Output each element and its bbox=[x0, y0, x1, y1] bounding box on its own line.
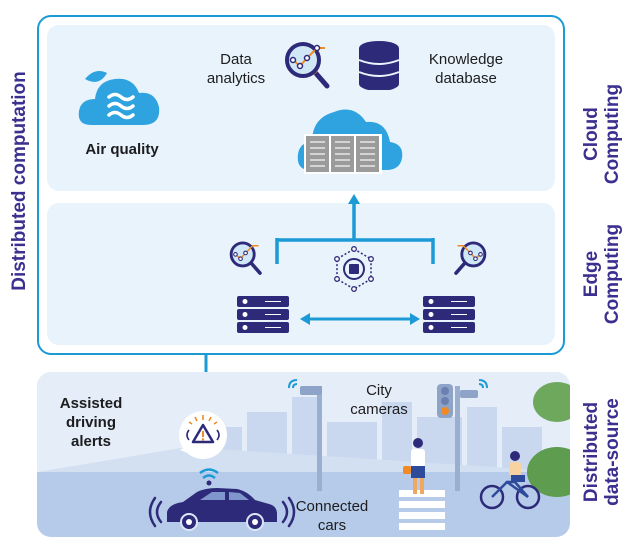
car-wifi-icon bbox=[199, 468, 219, 486]
data-analytics-line2: analytics bbox=[206, 70, 266, 87]
camera-right-wifi-icon bbox=[478, 379, 488, 389]
data-analytics-magnifier-icon bbox=[283, 40, 335, 90]
edge-computing-panel bbox=[47, 203, 555, 345]
cloud-server-icon bbox=[296, 98, 404, 174]
car-signal-waves bbox=[148, 496, 296, 528]
air-quality-icon bbox=[75, 65, 165, 131]
connected-cars-line2: cars bbox=[317, 517, 347, 534]
cloud-computing-label: Cloud Computing bbox=[581, 79, 625, 189]
cloud-computing-line1: Cloud bbox=[581, 107, 602, 161]
distributed-data-source-panel bbox=[37, 372, 570, 537]
assisted-driving-alerts-label: Assisted driving alerts bbox=[48, 394, 134, 451]
database-icon bbox=[357, 40, 401, 90]
pedestrian bbox=[403, 438, 425, 494]
air-quality-label: Air quality bbox=[85, 141, 159, 158]
distributed-data-source-label: Distributed data-source bbox=[581, 387, 625, 517]
assisted-driving-alert-icon bbox=[176, 408, 230, 462]
city-cameras-line2: cameras bbox=[350, 401, 408, 418]
connected-cars-line1: Connected bbox=[295, 498, 369, 515]
connected-car bbox=[167, 488, 277, 531]
street-camera-left bbox=[300, 386, 322, 491]
knowledge-database-label: Knowledge database bbox=[418, 50, 514, 88]
edge-computing-line2: Computing bbox=[602, 223, 623, 325]
edge-analytics-left-icon bbox=[228, 240, 266, 276]
knowledge-database-line1: Knowledge bbox=[428, 51, 504, 68]
city-cameras-label: City cameras bbox=[336, 381, 422, 419]
data-source-line1: Distributed bbox=[581, 401, 602, 503]
cloud-computing-line2: Computing bbox=[602, 83, 623, 185]
assisted-line1: Assisted bbox=[59, 395, 123, 412]
edge-computing-label: Edge Computing bbox=[581, 219, 625, 329]
assisted-line2: driving bbox=[65, 414, 116, 431]
data-source-line2: data-source bbox=[602, 398, 623, 506]
city-scene-illustration bbox=[37, 372, 570, 537]
edge-analytics-right-icon bbox=[450, 240, 488, 276]
knowledge-database-line2: database bbox=[435, 70, 497, 87]
traffic-light bbox=[437, 384, 478, 491]
edge-server-left-icon bbox=[237, 296, 289, 334]
distributed-computation-label: Distributed computation bbox=[9, 71, 30, 291]
edge-connector-arrows bbox=[230, 192, 450, 332]
assisted-line3: alerts bbox=[70, 433, 112, 450]
data-analytics-line1: Data bbox=[220, 51, 252, 68]
cyclist bbox=[479, 451, 541, 510]
city-cameras-line1: City bbox=[366, 382, 392, 399]
connected-cars-label: Connected cars bbox=[284, 497, 380, 535]
data-analytics-label: Data analytics bbox=[196, 50, 276, 88]
camera-left-wifi-icon bbox=[288, 379, 298, 389]
distributed-computation-frame bbox=[37, 15, 565, 355]
edge-computing-line1: Edge bbox=[581, 250, 602, 298]
edge-network-hub-icon bbox=[331, 246, 377, 292]
edge-server-right-icon bbox=[423, 296, 475, 334]
